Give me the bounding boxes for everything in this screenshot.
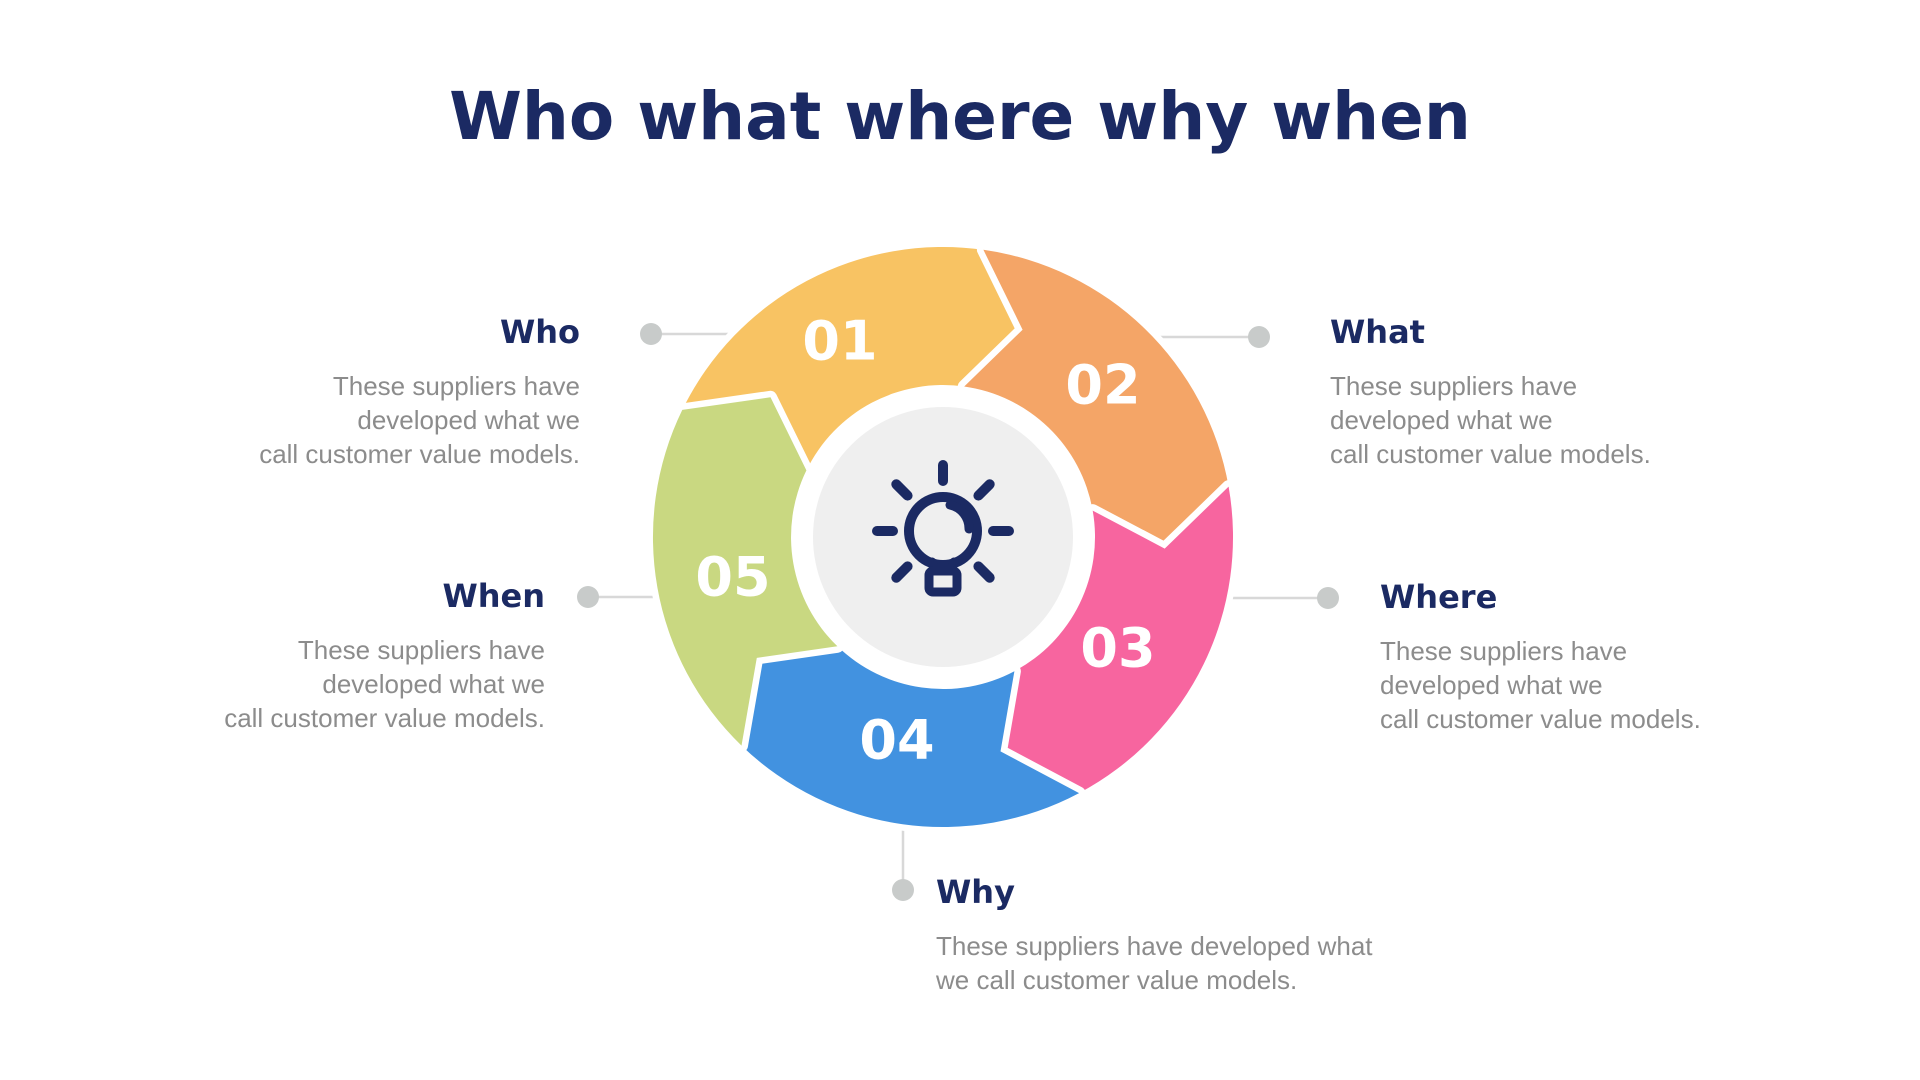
segment-number-04: 04 <box>859 709 934 772</box>
section-when: When These suppliers have developed what… <box>224 576 545 735</box>
section-what-title: What <box>1330 313 1425 351</box>
connector-dot-why <box>892 879 914 901</box>
section-who: Who These suppliers have developed what … <box>259 312 580 471</box>
section-where-title: Where <box>1380 578 1498 616</box>
segment-04-why <box>735 639 1086 834</box>
segment-03-where <box>994 480 1240 800</box>
section-when-title: When <box>442 577 545 615</box>
segment-05-when <box>646 390 844 753</box>
section-who-body: These suppliers have developed what we c… <box>259 371 580 469</box>
section-where-body: These suppliers have developed what we c… <box>1380 636 1701 734</box>
segment-number-05: 05 <box>695 546 770 609</box>
segment-number-03: 03 <box>1080 617 1155 680</box>
connector-dot-where <box>1317 587 1339 609</box>
section-when-body: These suppliers have developed what we c… <box>224 635 545 733</box>
section-what: What These suppliers have developed what… <box>1330 312 1651 471</box>
page-title: Who what where why when <box>449 78 1471 155</box>
section-where: Where These suppliers have developed wha… <box>1380 577 1701 736</box>
section-who-title: Who <box>499 313 580 351</box>
connector-dot-when <box>577 586 599 608</box>
connector-dot-what <box>1248 326 1270 348</box>
section-why-body: These suppliers have developed what we c… <box>936 931 1373 995</box>
segment-number-02: 02 <box>1065 354 1140 417</box>
lightbulb-icon <box>872 460 1014 597</box>
segment-01-who <box>675 240 1030 477</box>
section-why: Why These suppliers have developed what … <box>936 872 1373 997</box>
section-what-body: These suppliers have developed what we c… <box>1330 371 1651 469</box>
segment-number-01: 01 <box>802 310 877 373</box>
connector-dot-who <box>640 323 662 345</box>
center-circle <box>813 407 1073 667</box>
section-why-title: Why <box>936 873 1015 911</box>
segment-02-what <box>957 243 1236 556</box>
